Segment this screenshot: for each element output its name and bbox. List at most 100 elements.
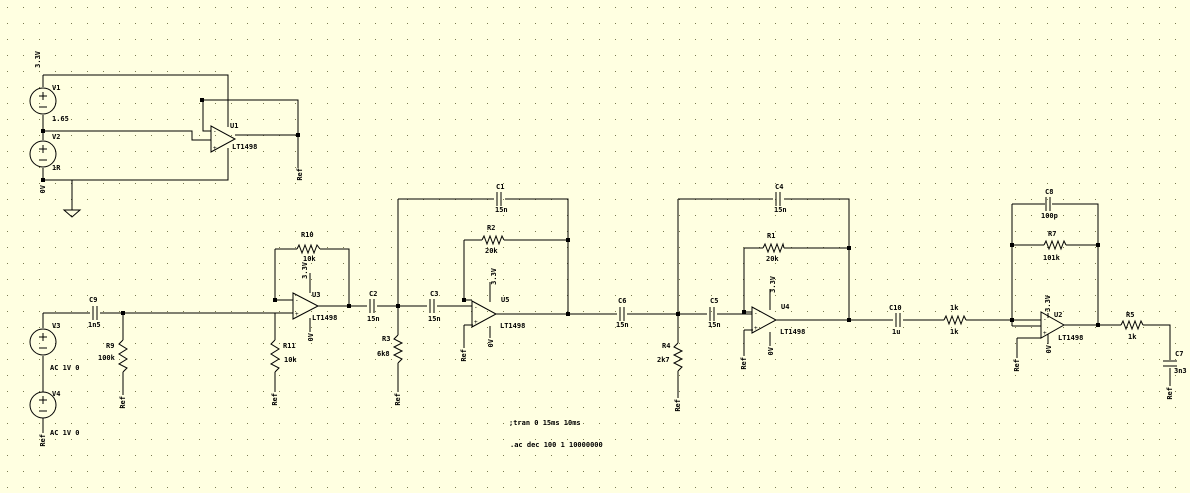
- label-r7-value: 101k: [1043, 254, 1061, 262]
- label-r9-value: 100k: [98, 354, 116, 362]
- label-c6-value: 15n: [616, 321, 629, 329]
- capacitor-c5[interactable]: [709, 307, 715, 321]
- label-u5-name: U5: [501, 296, 509, 304]
- net-gnd-u3: 0V: [307, 332, 315, 341]
- label-r10-value: 10k: [303, 255, 316, 263]
- net-ref-r3: Ref: [394, 393, 402, 406]
- label-v1-value: 1.65: [52, 115, 69, 123]
- source-v4[interactable]: [29, 391, 57, 419]
- label-u3-name: U3: [312, 291, 320, 299]
- component-labels: V1 1.65 V2 1R U1 LT1498 V3 AC 1V 0 V4 AC…: [50, 84, 1187, 437]
- label-c2-value: 15n: [367, 315, 380, 323]
- label-rin-name: 1k: [950, 304, 959, 312]
- label-c4-value: 15n: [774, 206, 787, 214]
- capacitor-c10[interactable]: [895, 313, 901, 327]
- resistor-r7[interactable]: [1043, 239, 1067, 251]
- net-gnd-supply: 0V: [39, 184, 47, 193]
- label-u5-part: LT1498: [500, 322, 525, 330]
- svg-text:-: -: [1043, 316, 1047, 323]
- resistor-r11[interactable]: [269, 339, 280, 373]
- label-c4-name: C4: [775, 183, 783, 191]
- label-r5-name: R5: [1126, 311, 1134, 319]
- resistor-1k[interactable]: [943, 314, 967, 326]
- ground-symbol: [62, 209, 82, 218]
- label-r10-name: R10: [301, 231, 314, 239]
- net-rail-v1: 3.3V: [34, 50, 42, 68]
- net-rail-u5: 3.3V: [490, 267, 498, 285]
- net-rail-u3: 3.3V: [301, 261, 309, 279]
- svg-text:-: -: [754, 310, 758, 317]
- source-v2[interactable]: [29, 140, 57, 168]
- opamp-u5[interactable]: -+: [471, 300, 498, 328]
- label-c3-name: C3: [430, 290, 438, 298]
- capacitor-c1[interactable]: [496, 192, 502, 206]
- net-ref-c7: Ref: [1166, 387, 1174, 400]
- resistor-r4[interactable]: [672, 342, 684, 372]
- capacitor-c9[interactable]: [92, 306, 98, 320]
- wires: [42, 74, 1171, 433]
- svg-text:+: +: [295, 311, 299, 318]
- label-r5-value: 1k: [1128, 333, 1137, 341]
- svg-text:-: -: [213, 128, 217, 135]
- capacitor-c3[interactable]: [429, 299, 435, 313]
- opamp-u1[interactable]: -+: [210, 125, 237, 153]
- label-r3-name: R3: [382, 335, 390, 343]
- label-r7-name: R7: [1048, 230, 1056, 238]
- resistor-r5[interactable]: [1120, 319, 1144, 331]
- label-c7-name: C7: [1175, 350, 1183, 358]
- net-gnd-u5: 0V: [487, 338, 495, 347]
- label-r1-value: 20k: [766, 255, 779, 263]
- svg-text:-: -: [474, 304, 478, 311]
- resistor-r9[interactable]: [117, 339, 128, 373]
- svg-text:+: +: [1043, 330, 1047, 337]
- label-c9-name: C9: [89, 296, 97, 304]
- resistor-r1[interactable]: [762, 242, 785, 254]
- label-c3-value: 15n: [428, 315, 441, 323]
- label-rin-value: 1k: [950, 328, 959, 336]
- label-r11-value: 10k: [284, 356, 297, 364]
- capacitor-c2[interactable]: [369, 299, 375, 313]
- label-r3-value: 6k8: [377, 350, 390, 358]
- resistor-r10[interactable]: [296, 243, 321, 255]
- net-rail-u4: 3.3V: [769, 275, 777, 293]
- opamp-u4[interactable]: -+: [751, 306, 778, 334]
- capacitor-c6[interactable]: [619, 307, 625, 321]
- opamp-u2[interactable]: -+: [1040, 311, 1066, 339]
- directive-tran[interactable]: ;tran 0 15ms 10ms: [509, 419, 581, 427]
- label-c10-name: C10: [889, 304, 902, 312]
- net-ref-r11: Ref: [271, 393, 279, 406]
- source-v3[interactable]: [29, 328, 57, 356]
- label-c1-name: C1: [496, 183, 504, 191]
- directive-ac[interactable]: .ac dec 100 1 10000000: [510, 441, 603, 449]
- net-gnd-u2: 0V: [1045, 344, 1053, 353]
- label-u1-name: U1: [230, 122, 238, 130]
- svg-text:+: +: [754, 325, 758, 332]
- label-u4-part: LT1498: [780, 328, 805, 336]
- capacitor-c4[interactable]: [775, 192, 781, 206]
- source-v1[interactable]: [29, 87, 57, 115]
- resistor-r2[interactable]: [481, 234, 505, 246]
- capacitor-c8[interactable]: [1045, 197, 1051, 211]
- junction-dots: [41, 98, 1100, 327]
- label-v3-name: V3: [52, 322, 60, 330]
- label-c5-value: 15n: [708, 321, 721, 329]
- label-c5-name: C5: [710, 297, 718, 305]
- label-v3-value: AC 1V 0: [50, 364, 80, 372]
- net-ref-u5: Ref: [460, 349, 468, 362]
- net-ref-u1: Ref: [296, 168, 304, 181]
- label-v4-name: V4: [52, 390, 60, 398]
- resistor-r3[interactable]: [392, 334, 404, 364]
- label-u2-part: LT1498: [1058, 334, 1083, 342]
- svg-text:-: -: [295, 297, 299, 304]
- label-c1-value: 15n: [495, 206, 508, 214]
- net-gnd-u4: 0V: [767, 346, 775, 355]
- label-c8-name: C8: [1045, 188, 1053, 196]
- capacitor-c7[interactable]: [1163, 360, 1177, 367]
- label-v1-name: V1: [52, 84, 60, 92]
- label-v2-name: V2: [52, 133, 60, 141]
- label-c6-name: C6: [618, 297, 626, 305]
- label-u1-part: LT1498: [232, 143, 257, 151]
- opamp-u3[interactable]: -+: [292, 292, 320, 320]
